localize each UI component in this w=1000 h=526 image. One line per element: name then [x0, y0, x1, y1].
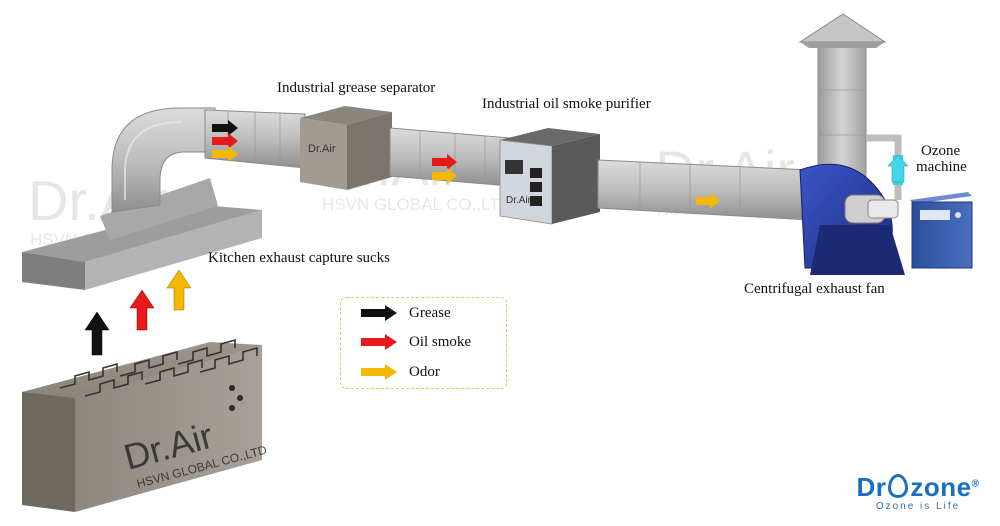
legend-item-oil-smoke: Oil smoke — [359, 332, 471, 352]
legend-label: Odor — [409, 363, 440, 380]
ozone-machine — [910, 192, 973, 269]
odor-duct-arrow — [212, 146, 238, 162]
ozone-flow-arrow — [887, 154, 909, 183]
duct-segment-3 — [597, 159, 811, 221]
watermark-subtitle: HSVN GLOBAL CO.,LTD — [322, 195, 512, 214]
ozone-pipe — [866, 134, 909, 200]
chimney-stack — [798, 13, 887, 191]
duct-flow-arrows — [212, 120, 720, 209]
brand-name-suffix: zone — [910, 472, 972, 502]
label-ozone-machine-line2: machine — [916, 159, 967, 175]
label-oil-smoke-purifier: Industrial oil smoke purifier — [482, 96, 651, 112]
kitchen-stove: Dr.Air HSVN GLOBAL CO.,LTD — [22, 338, 269, 512]
odor-arrow-icon — [361, 364, 397, 380]
label-ozone-machine-line1: Ozone — [921, 143, 961, 159]
oil-smoke-duct-arrow — [212, 133, 238, 149]
label-centrifugal-fan: Centrifugal exhaust fan — [744, 281, 885, 297]
droplet-icon — [888, 474, 909, 498]
legend-item-odor: Odor — [359, 362, 440, 382]
grease-separator-logo: Dr.Air — [308, 143, 336, 155]
label-kitchen-exhaust: Kitchen exhaust capture sucks — [208, 250, 391, 266]
rising-flow-arrows — [84, 269, 192, 356]
oil-smoke-rising-arrow — [129, 289, 155, 331]
brand-tagline: Ozone is Life — [875, 501, 961, 512]
legend-label: Grease — [409, 304, 451, 321]
registered-mark: ® — [971, 478, 980, 490]
purifier-logo: Dr.Air — [506, 195, 532, 206]
grease-separator: Dr.Air — [300, 106, 392, 190]
grease-arrow-icon — [361, 305, 397, 321]
odor-rising-arrow — [166, 269, 192, 311]
elbow-duct — [111, 107, 216, 213]
odor-duct-arrow — [432, 168, 457, 184]
centrifugal-fan — [799, 163, 905, 275]
brand-name-prefix: Dr — [856, 472, 887, 502]
oil-smoke-purifier: Dr.Air — [499, 128, 600, 225]
label-grease-separator: Industrial grease separator — [277, 80, 436, 96]
legend-item-grease: Grease — [359, 303, 451, 323]
legend: Grease Oil smoke Odor — [340, 297, 507, 389]
exhaust-hood — [22, 178, 262, 290]
legend-label: Oil smoke — [409, 333, 472, 350]
odor-duct-arrow — [696, 193, 720, 209]
oil-smoke-arrow-icon — [361, 334, 397, 350]
grease-rising-arrow — [84, 311, 110, 356]
oil-smoke-duct-arrow — [432, 154, 457, 170]
grease-duct-arrow — [212, 120, 238, 136]
